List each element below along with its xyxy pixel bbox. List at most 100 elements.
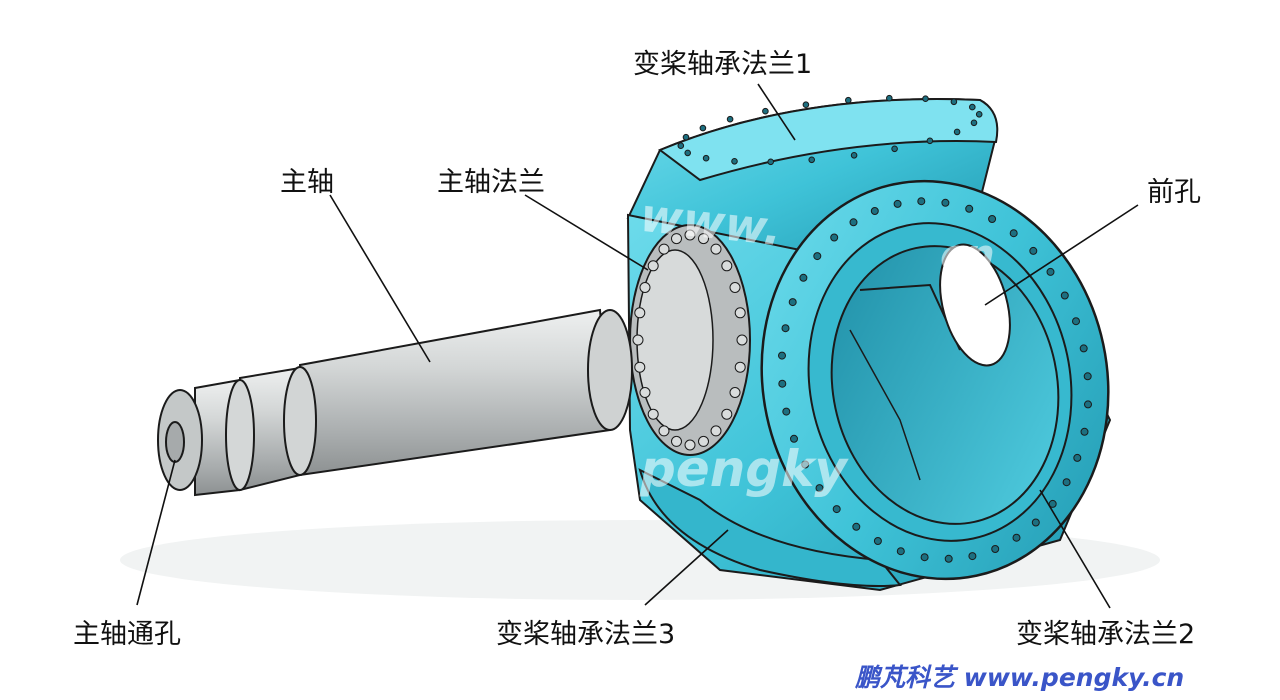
bolt-hole xyxy=(677,142,685,149)
leader-main-shaft-bore xyxy=(136,459,176,606)
pitch-flange-3-face xyxy=(638,468,902,587)
bolt-hole xyxy=(1079,344,1088,353)
label-pitch-flange-2: 变桨轴承法兰2 xyxy=(1016,619,1196,650)
flange-bolt xyxy=(710,425,722,437)
bolt-hole xyxy=(1048,499,1057,508)
bolt-hole xyxy=(970,119,978,127)
flange-bolt xyxy=(647,260,659,272)
label-main-shaft-bore: 主轴通孔 xyxy=(73,619,181,650)
bolt-hole xyxy=(1029,246,1038,255)
leader-pitch-flange-1 xyxy=(757,83,796,141)
bolt-hole xyxy=(886,94,893,102)
bolt-hole xyxy=(852,522,861,531)
label-pitch-flange-3: 变桨轴承法兰3 xyxy=(496,619,676,650)
main-shaft-bore-opening xyxy=(165,421,185,463)
label-main-shaft-flange: 主轴法兰 xyxy=(437,167,545,198)
flange-bolt xyxy=(736,334,748,346)
bolt-hole xyxy=(778,379,787,388)
flange-bolt xyxy=(698,435,709,447)
bolt-hole xyxy=(731,158,738,165)
leader-main-shaft xyxy=(329,194,431,363)
bolt-hole xyxy=(920,553,929,562)
bolt-hole xyxy=(917,197,926,206)
flange-bolt xyxy=(634,361,646,373)
label-front-hole: 前孔 xyxy=(1147,177,1201,208)
bolt-hole xyxy=(1084,400,1092,409)
flange-bolt xyxy=(684,439,696,451)
flange-bolt xyxy=(671,233,682,245)
flange-bolt xyxy=(639,387,651,398)
bolt-hole xyxy=(802,101,810,108)
flange-bolt xyxy=(632,334,644,346)
bolt-hole xyxy=(788,298,797,307)
bolt-hole xyxy=(1046,267,1055,276)
bolt-hole xyxy=(941,198,950,207)
flange-bolt xyxy=(698,233,709,245)
bolt-hole xyxy=(801,460,810,469)
bolt-hole xyxy=(830,233,839,242)
flange-bolt xyxy=(671,435,682,447)
bolt-hole xyxy=(1080,427,1089,436)
bolt-hole xyxy=(1062,478,1071,487)
bolt-hole xyxy=(968,552,977,561)
flange-bolt xyxy=(658,243,670,255)
bolt-hole xyxy=(1009,229,1018,238)
bolt-hole xyxy=(1060,291,1069,300)
leader-main-shaft-flange xyxy=(524,194,649,271)
bolt-hole xyxy=(870,207,879,215)
bolt-hole xyxy=(702,154,710,162)
watermark-cn: cn xyxy=(940,230,995,279)
bolt-hole xyxy=(778,351,786,360)
bolt-hole xyxy=(699,124,707,132)
flange-bolt xyxy=(734,361,746,373)
bolt-hole xyxy=(781,324,790,333)
main-shaft xyxy=(157,224,751,497)
bolt-hole xyxy=(926,137,934,145)
watermark-pengky: pengky xyxy=(640,440,847,498)
bolt-hole xyxy=(969,103,976,111)
bolt-hole xyxy=(799,273,808,282)
flange-bolt xyxy=(729,282,741,293)
bolt-hole xyxy=(988,215,997,223)
leader-front-hole xyxy=(984,204,1139,306)
bolt-hole xyxy=(1012,533,1021,542)
brand-credit: 鹏芃科艺 www.pengky.cn xyxy=(855,658,1184,694)
leader-pitch-flange-3 xyxy=(644,529,729,606)
main-shaft-flange-bolts xyxy=(632,229,748,451)
label-pitch-flange-1: 变桨轴承法兰1 xyxy=(633,49,813,80)
bolt-hole xyxy=(991,545,1000,553)
bolt-hole xyxy=(808,156,816,164)
flange-bolt-holes xyxy=(677,94,1092,563)
bolt-hole xyxy=(950,98,958,106)
brand-url: www.pengky.cn xyxy=(963,663,1185,692)
bolt-hole xyxy=(922,95,929,102)
leader-pitch-flange-2 xyxy=(1039,489,1111,609)
bolt-hole xyxy=(850,152,858,159)
bolt-hole xyxy=(975,111,983,118)
bolt-hole xyxy=(891,145,898,153)
flange-bolt xyxy=(721,408,733,420)
bolt-hole xyxy=(896,547,905,556)
bolt-hole xyxy=(832,505,841,514)
bolt-hole xyxy=(1031,518,1040,527)
bolt-hole xyxy=(965,204,974,213)
bolt-hole xyxy=(873,537,882,545)
bolt-hole xyxy=(782,407,791,416)
pitch-flange-1-face xyxy=(657,98,999,182)
flange-bolt xyxy=(684,229,696,241)
flange-bolt xyxy=(658,425,670,437)
front-hole-opening xyxy=(939,243,1011,367)
bolt-hole xyxy=(767,158,775,166)
bolt-hole xyxy=(815,484,824,493)
bolt-hole xyxy=(849,218,858,227)
bolt-hole xyxy=(944,554,953,563)
flange-bolt xyxy=(710,243,722,255)
flange-bolt xyxy=(721,260,733,272)
bolt-hole xyxy=(684,149,692,157)
bolt-hole xyxy=(953,128,961,136)
flange-bolt xyxy=(647,408,659,420)
flange-bolt xyxy=(634,307,646,319)
brand-name: 鹏芃科艺 xyxy=(855,663,956,692)
bolt-hole xyxy=(762,107,769,115)
